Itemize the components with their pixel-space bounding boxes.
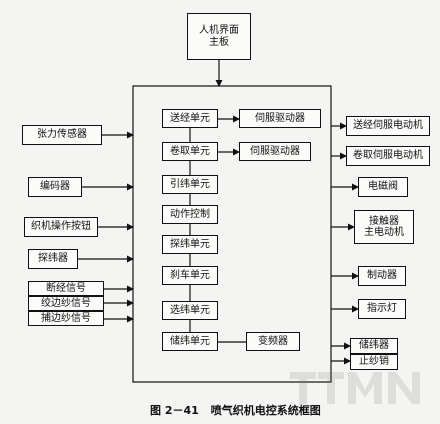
inverter-box: 变频器: [246, 332, 300, 351]
weft-accumulator-box: 储纬器: [350, 338, 398, 354]
brake-unit: 刹车单元: [162, 266, 218, 285]
weft-insertion-unit: 引纬单元: [162, 175, 218, 194]
weft-detector-box: 探纬器: [28, 249, 78, 269]
servo-driver-1: 伺服驱动器: [239, 109, 321, 128]
main-board-box: 人机界面 主板: [187, 13, 251, 60]
weft-storage-unit: 储纬单元: [162, 332, 218, 351]
takeup-servo-motor-box: 卷取伺服电动机: [346, 146, 430, 166]
encoder-box: 编码器: [28, 177, 82, 197]
catch-edge-signal-box: 捕边纱信号: [28, 311, 104, 326]
let-off-unit: 送经单元: [162, 109, 218, 128]
letoff-servo-motor-box: 送经伺服电动机: [346, 116, 430, 136]
tension-sensor-box: 张力传感器: [22, 125, 102, 145]
loom-buttons-box: 织机操作按钮: [24, 217, 98, 237]
solenoid-valve-box: 电磁阀: [358, 177, 408, 197]
servo-driver-2: 伺服驱动器: [239, 142, 311, 161]
motion-control-unit: 动作控制: [162, 205, 218, 224]
twist-edge-signal-box: 绞边纱信号: [28, 296, 104, 311]
watermark-logo: [290, 372, 420, 404]
warp-break-signal-box: 断经信号: [28, 281, 104, 296]
weft-select-unit: 选纬单元: [162, 301, 218, 320]
figure-number: 图 2－41: [150, 404, 199, 417]
figure-title: 喷气织机电控系统框图: [210, 404, 321, 417]
take-up-unit: 卷取单元: [162, 142, 218, 161]
main-controller-frame: [132, 85, 332, 383]
indicator-light-box: 指示灯: [358, 299, 406, 319]
yarn-stopper-box: 止纱销: [350, 354, 398, 370]
weft-detect-unit: 探纬单元: [162, 235, 218, 254]
contactor-main-motor-box: 接触器 主电动机: [354, 210, 414, 244]
brake-box: 制动器: [358, 266, 406, 286]
figure-caption: 图 2－41 喷气织机电控系统框图: [150, 402, 321, 418]
